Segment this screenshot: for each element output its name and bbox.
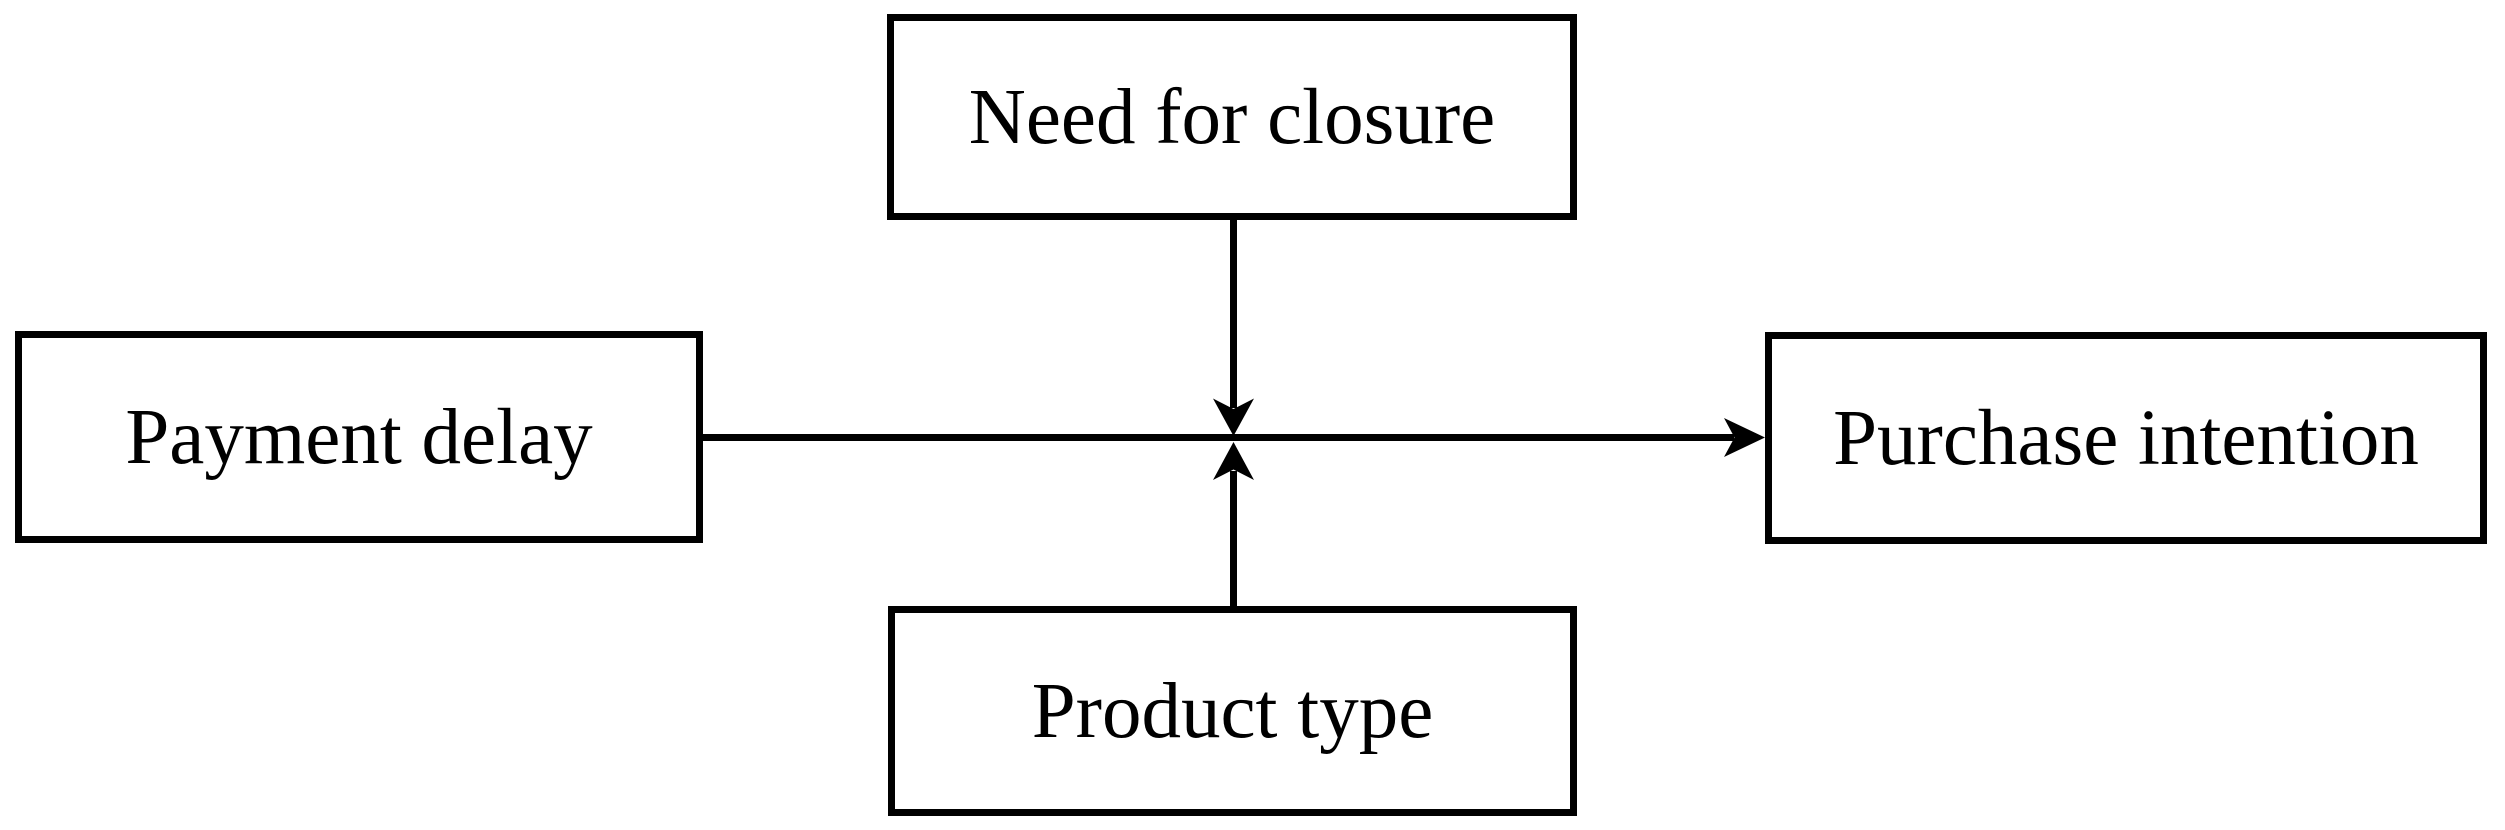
- node-product-type-label: Product type: [1031, 667, 1434, 755]
- node-payment-delay: Payment delay: [15, 331, 703, 543]
- arrow-payment-to-purchase: [700, 418, 1765, 457]
- node-need-for-closure-label: Need for closure: [968, 73, 1496, 161]
- node-need-for-closure: Need for closure: [887, 14, 1577, 220]
- arrowhead-down-icon: [1213, 398, 1254, 436]
- node-purchase-intention: Purchase intention: [1765, 332, 2487, 544]
- arrowhead-up-icon: [1213, 442, 1254, 480]
- node-payment-delay-label: Payment delay: [125, 393, 593, 481]
- node-product-type: Product type: [888, 606, 1577, 816]
- arrow-product-type-to-path: [1213, 442, 1254, 608]
- node-purchase-intention-label: Purchase intention: [1833, 394, 2419, 482]
- arrowhead-right-icon: [1724, 418, 1765, 457]
- arrow-need-for-closure-to-path: [1213, 218, 1254, 436]
